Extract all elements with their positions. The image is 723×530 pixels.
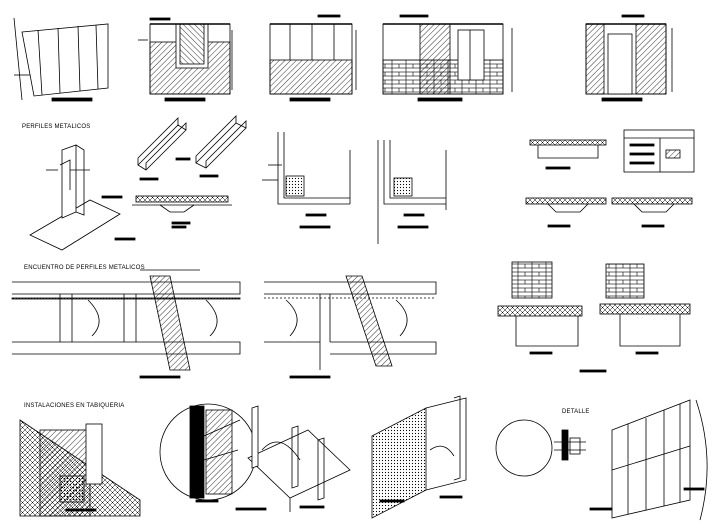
elevation-1 xyxy=(13,17,109,102)
install-isometric-b xyxy=(371,395,467,519)
elevation-4 xyxy=(382,14,513,102)
section-title-detalle: DETALLE xyxy=(562,409,590,415)
frame-isometric xyxy=(589,399,708,521)
junction-plan-a xyxy=(11,269,241,379)
elevation-2 xyxy=(138,17,233,102)
wall-section-a xyxy=(262,132,351,229)
stud-track-isometric xyxy=(29,144,136,251)
section-title-instalaciones: INSTALACIONES EN TABIQUERIA xyxy=(24,403,125,409)
section-title-perfiles: PERFILES METALICOS xyxy=(22,124,91,130)
corner-details xyxy=(497,261,691,373)
junction-plan-b xyxy=(264,275,437,379)
profile-section-strip xyxy=(132,195,232,229)
section-title-encuentro: ENCUENTRO DE PERFILES METALICOS xyxy=(24,265,145,271)
install-detail-circle xyxy=(159,403,267,511)
elevation-3 xyxy=(269,14,357,102)
elevation-5 xyxy=(585,14,673,102)
wall-section-b xyxy=(377,140,447,244)
ceiling-details xyxy=(525,139,693,228)
install-wall-section xyxy=(19,419,141,517)
detail-circle xyxy=(495,419,586,477)
legend-box xyxy=(623,129,695,173)
profile-channels xyxy=(137,115,247,181)
install-isometric-a xyxy=(247,405,351,512)
